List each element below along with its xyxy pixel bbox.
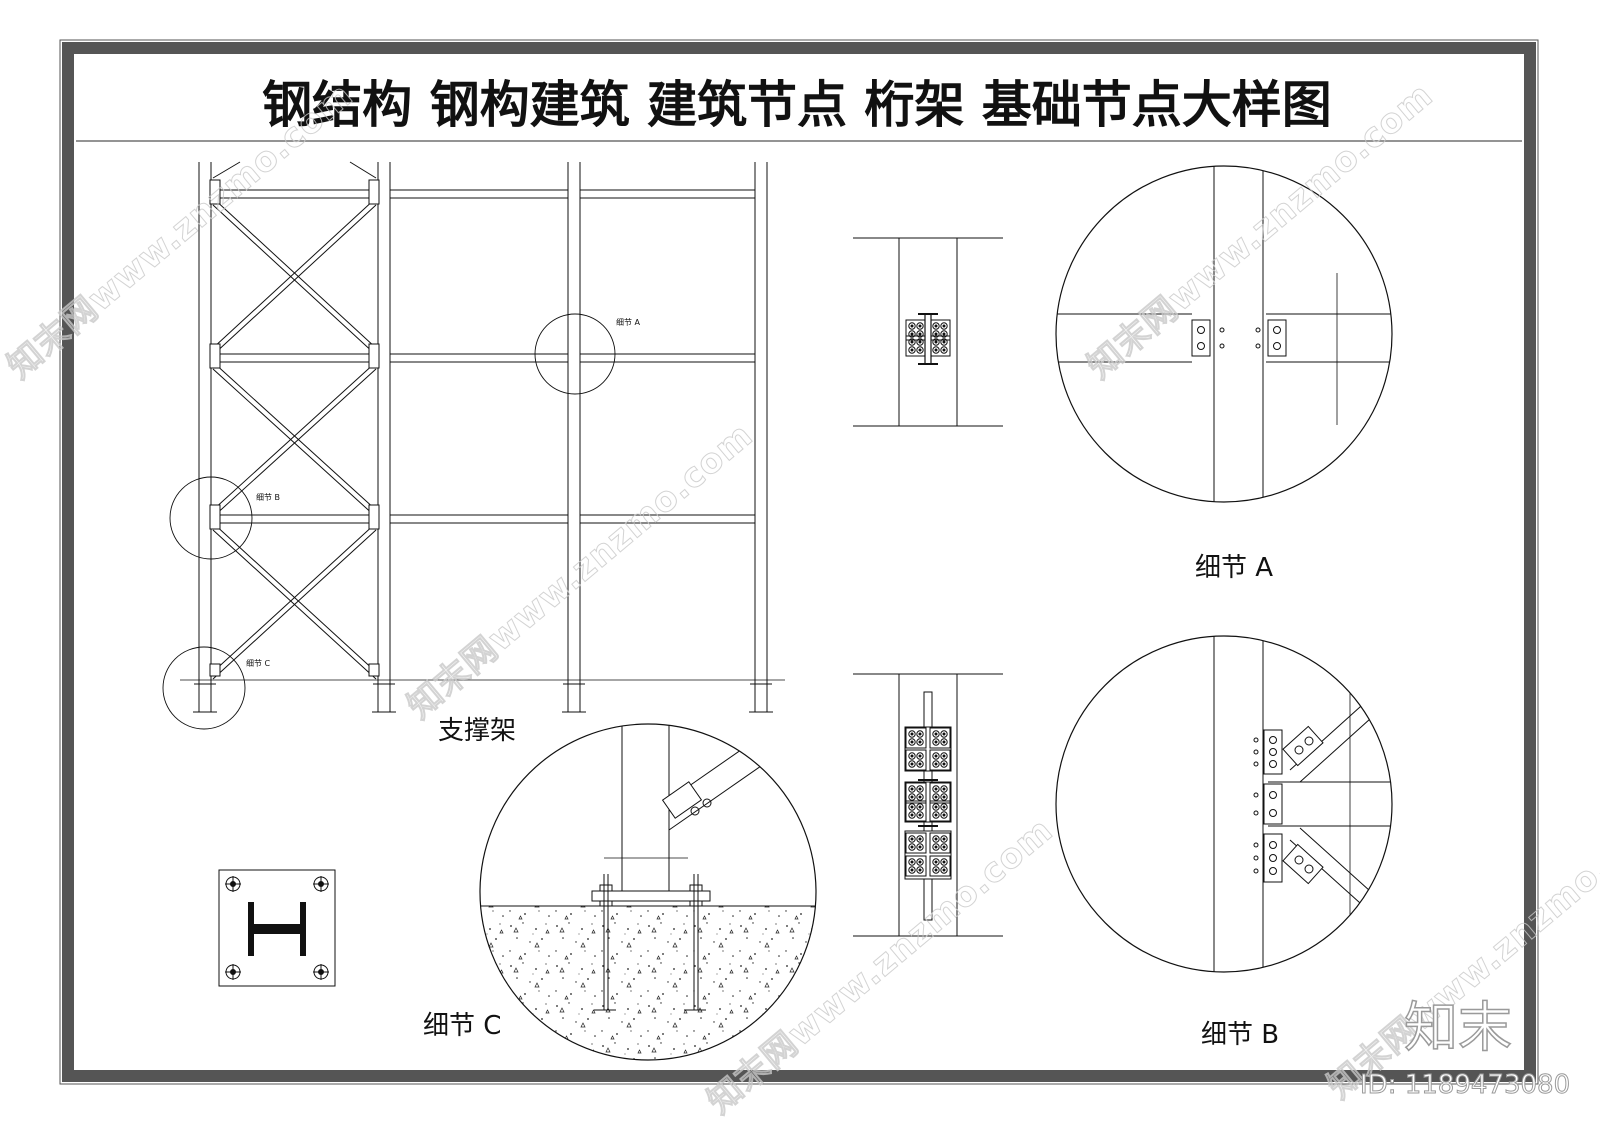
callout-circle-c — [162, 646, 246, 730]
watermark-text: 知末网www.znzmo.com — [0, 75, 361, 387]
cross-bracing — [212, 161, 377, 680]
detail-c-view — [479, 723, 817, 1061]
column-splice-view — [853, 673, 1003, 937]
sheet-border — [59, 39, 1539, 1085]
callout-circle-a — [534, 313, 616, 395]
frame-caption: 支撑架 — [438, 716, 516, 746]
detail-a-view — [1055, 165, 1393, 503]
image-id: ID: 1189473080 — [1360, 1070, 1570, 1100]
detail-b-view — [1055, 635, 1393, 973]
braced-frame-elevation — [162, 161, 785, 730]
column-beam-connection-view — [853, 237, 1003, 427]
detail-c-caption: 细节 C — [423, 1011, 501, 1041]
watermark-text: 知末网www.znzmo.com — [1320, 795, 1600, 1107]
brand-logo: 知末 — [1404, 996, 1512, 1059]
callout-circle-b — [169, 476, 253, 560]
page-title: 钢结构 钢构建筑 建筑节点 桁架 基础节点大样图 — [262, 76, 1332, 134]
base-plate-plan — [218, 869, 336, 987]
beams — [210, 189, 756, 524]
columns — [198, 162, 768, 684]
detail-b-caption: 细节 B — [1201, 1020, 1279, 1050]
detail-a-caption: 细节 A — [1195, 553, 1273, 583]
h-section-icon — [248, 902, 306, 956]
callout-label-b: 细节 B — [256, 492, 280, 502]
gusset-plates — [209, 179, 380, 677]
anchor-bolts — [193, 683, 773, 713]
callout-label-a: 细节 A — [616, 317, 641, 327]
callout-label-c: 细节 C — [246, 658, 271, 668]
